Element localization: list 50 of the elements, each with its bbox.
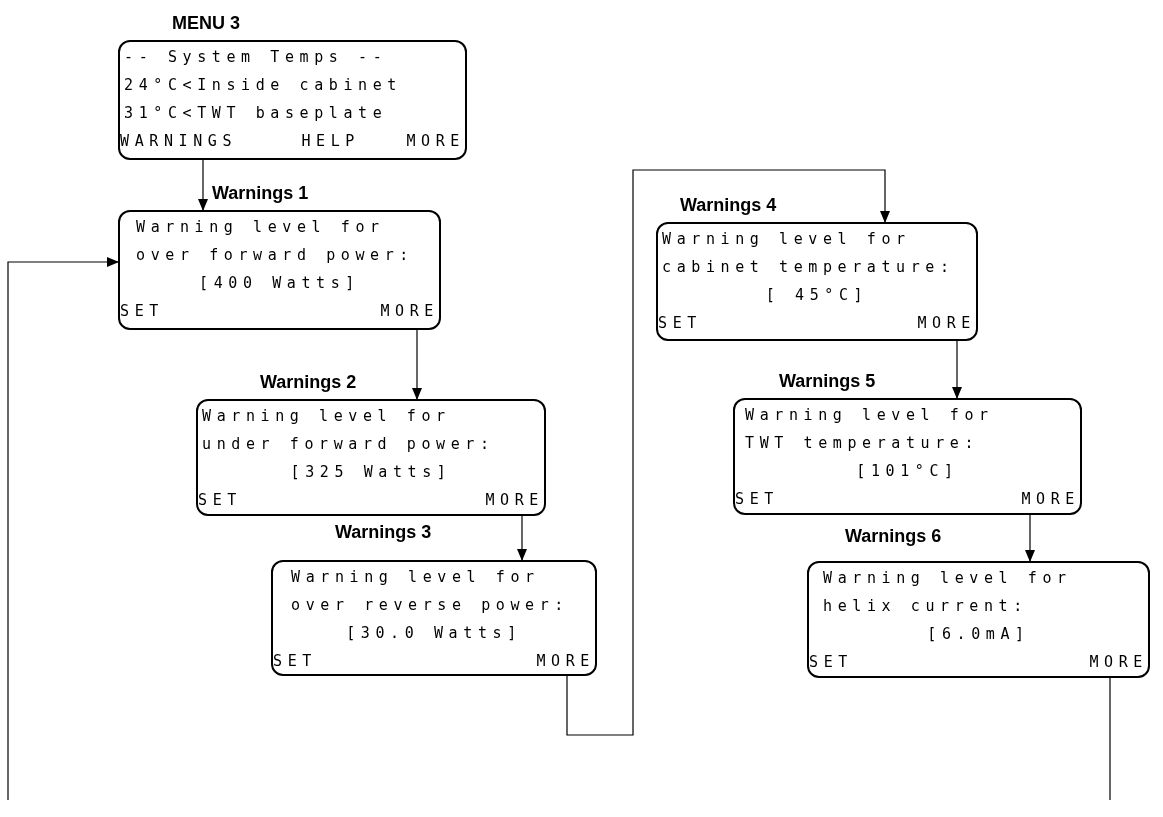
soft-key-label: MORE [485, 491, 544, 509]
screen-heading: Warnings 1 [212, 183, 309, 204]
screen-text: under forward power: [202, 435, 495, 453]
screen-heading: Warnings 2 [260, 372, 357, 393]
soft-key-label: MORE [1089, 653, 1148, 671]
soft-key-label: MORE [1021, 490, 1080, 508]
screen-text: [400 Watts] [198, 274, 361, 292]
arrow [198, 159, 208, 211]
screen-text: 31°C<TWT baseplate [124, 104, 388, 122]
soft-key-label: SET [120, 302, 164, 320]
arrow [566, 169, 890, 736]
screen-text: [30.0 Watts] [345, 624, 523, 642]
screen-text: Warning level for [202, 407, 451, 425]
arrow [517, 515, 527, 561]
arrow [7, 257, 119, 801]
screen-text: Warning level for [745, 406, 994, 424]
screen-text: Warning level for [662, 230, 911, 248]
soft-key-label: MORE [406, 132, 465, 150]
soft-key-label: SET [809, 653, 853, 671]
screen-heading: Warnings 6 [845, 526, 942, 547]
arrow [952, 340, 962, 399]
soft-key-label: SET [735, 490, 779, 508]
soft-key-label: SET [658, 314, 702, 332]
screen-text: TWT temperature: [745, 434, 980, 452]
screen-text: [ 45°C] [764, 286, 870, 304]
screen-text: over reverse power: [291, 596, 569, 614]
screen-text: Warning level for [291, 568, 540, 586]
soft-key-label: MORE [917, 314, 976, 332]
screen-text: [101°C] [855, 462, 960, 480]
screen-text: cabinet temperature: [662, 258, 955, 276]
screen-heading: Warnings 3 [335, 522, 432, 543]
soft-key-label: MORE [380, 302, 439, 320]
screen-text: 24°C<Inside cabinet [124, 76, 402, 94]
screen-heading: Warnings 5 [779, 371, 876, 392]
soft-key-label: SET [273, 652, 317, 670]
soft-key-label: HELP [301, 132, 360, 150]
screen-text: Warning level for [823, 569, 1072, 587]
screen-text: Warning level for [136, 218, 385, 236]
screen-text: helix current: [823, 597, 1028, 615]
screen-heading: Warnings 4 [680, 195, 777, 216]
screen-text: over forward power: [136, 246, 414, 264]
screen-text: [6.0mA] [926, 625, 1031, 643]
soft-key-label: SET [198, 491, 242, 509]
arrow [1025, 514, 1035, 562]
soft-key-label: MORE [536, 652, 595, 670]
screen-heading: MENU 3 [172, 13, 240, 34]
soft-key-label: WARNINGS [120, 132, 238, 150]
screen-text: [325 Watts] [289, 463, 453, 481]
screen-text: -- System Temps -- [124, 48, 388, 66]
arrow [412, 329, 422, 400]
